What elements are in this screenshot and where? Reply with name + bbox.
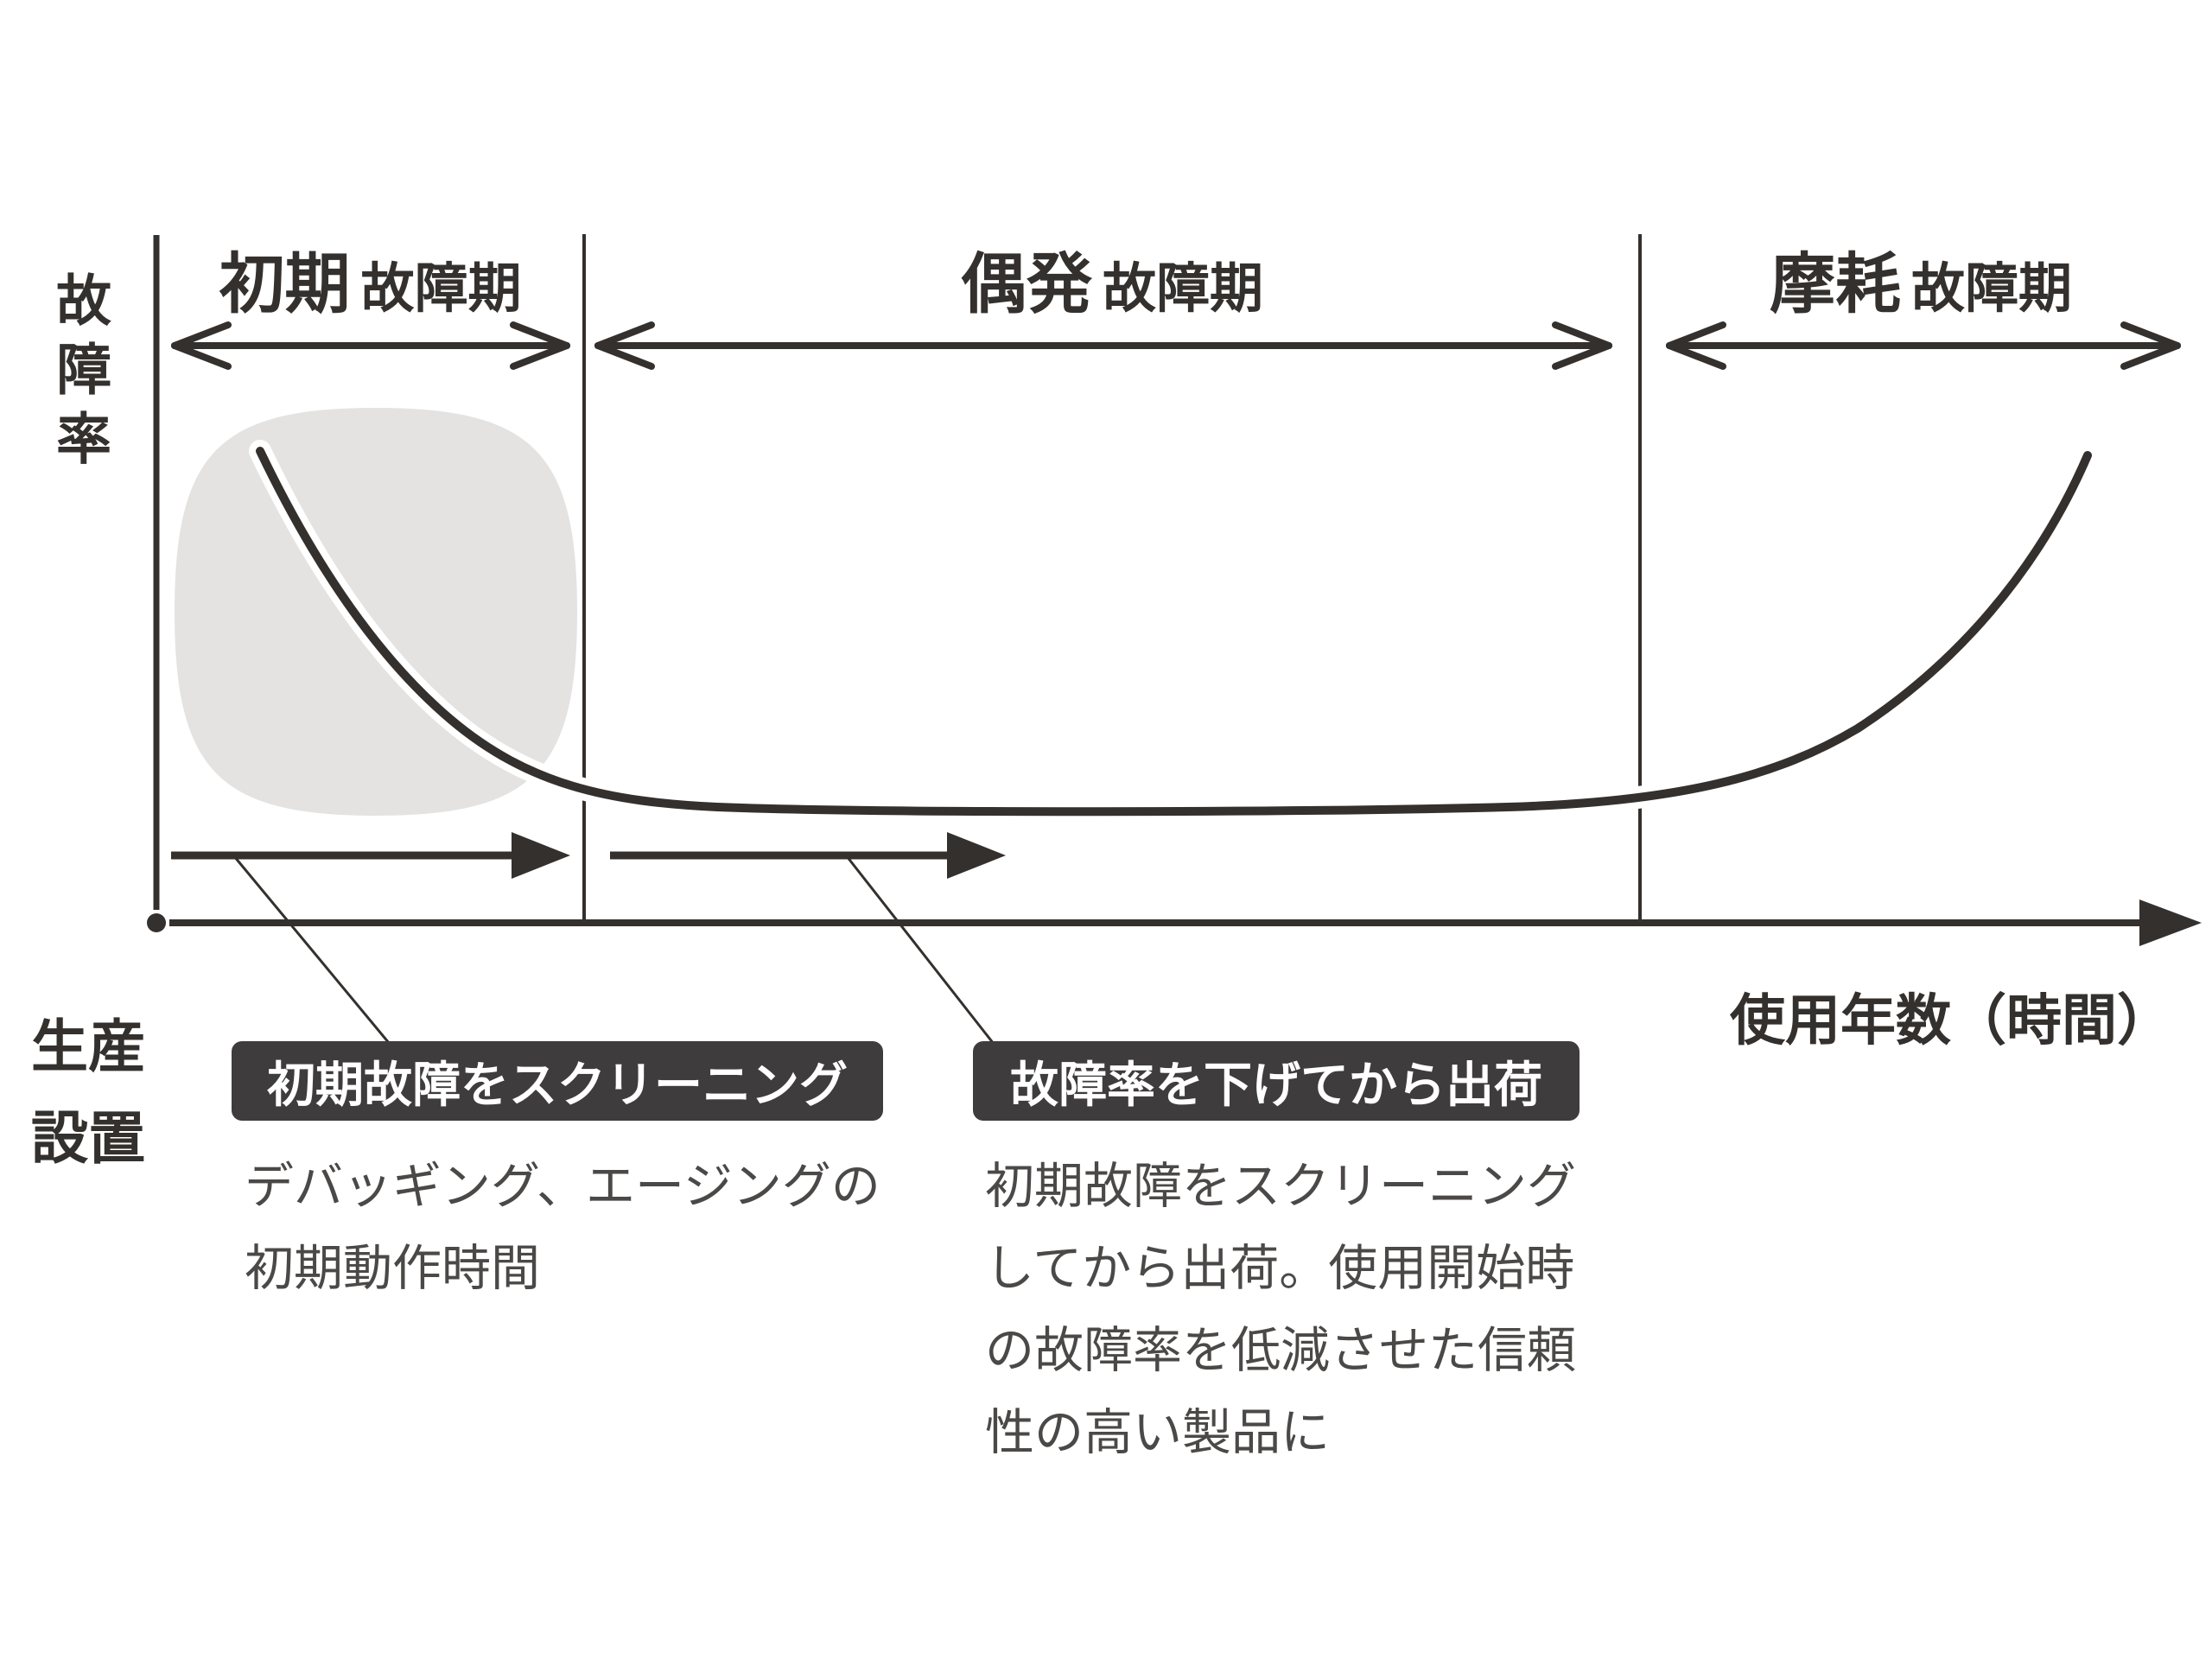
x-axis-label: 使用年数（時間）	[1730, 989, 2172, 1052]
period-label-random-emphasis: 偶発	[960, 248, 1092, 321]
callout-badge-screening: 初期故障をスクリーニング	[232, 1041, 883, 1121]
y-axis-label: 故障率	[48, 271, 111, 479]
period-label-wearout-emphasis: 摩耗	[1769, 248, 1901, 321]
initial-failure-highlight-blob	[175, 408, 577, 816]
origin-dot	[147, 913, 166, 932]
failure-rate-curve	[256, 447, 2092, 817]
note-line: 初期動作時間	[245, 1241, 540, 1296]
period-label-initial-emphasis: 初期	[219, 248, 351, 321]
callout-note-shipping: 初期故障をスクリーニング してから出荷。使用開始時 の故障率を低減させた信頼 性…	[985, 1146, 1576, 1474]
callout-note-screening: デバッギング、エージングの 初期動作時間	[245, 1146, 880, 1310]
period-label-random-suffix: 故障期	[1102, 259, 1263, 319]
period-label-initial: 初期 故障期	[156, 252, 584, 318]
progress-arrow-screening-icon	[171, 832, 570, 879]
callout-badge-shipping: 故障率を下げてから出荷	[973, 1041, 1580, 1121]
origin-label: 生産 設置	[31, 1001, 145, 1184]
period-label-wearout-suffix: 故障期	[1910, 259, 2072, 319]
period-label-random: 偶発 故障期	[584, 252, 1640, 318]
progress-arrow-shipping-icon	[610, 832, 1006, 879]
origin-label-line1: 生産	[31, 1014, 145, 1078]
range-arrow-random-icon	[594, 321, 1612, 370]
x-axis-arrowhead-icon	[2139, 899, 2202, 946]
note-line: 初期故障をスクリーニング	[985, 1159, 1576, 1214]
note-line: デバッギング、エージングの	[245, 1159, 880, 1214]
period-label-initial-suffix: 故障期	[360, 259, 522, 319]
note-line: してから出荷。使用開始時	[985, 1241, 1575, 1296]
range-arrow-initial-icon	[171, 321, 570, 370]
origin-label-line2: 設置	[31, 1106, 145, 1170]
note-line: の故障率を低減させた信頼	[985, 1323, 1576, 1378]
note-line: 性の高い製品に	[985, 1405, 1330, 1460]
period-label-wearout: 摩耗 故障期	[1640, 252, 2202, 318]
range-arrow-wearout-icon	[1666, 321, 2181, 370]
